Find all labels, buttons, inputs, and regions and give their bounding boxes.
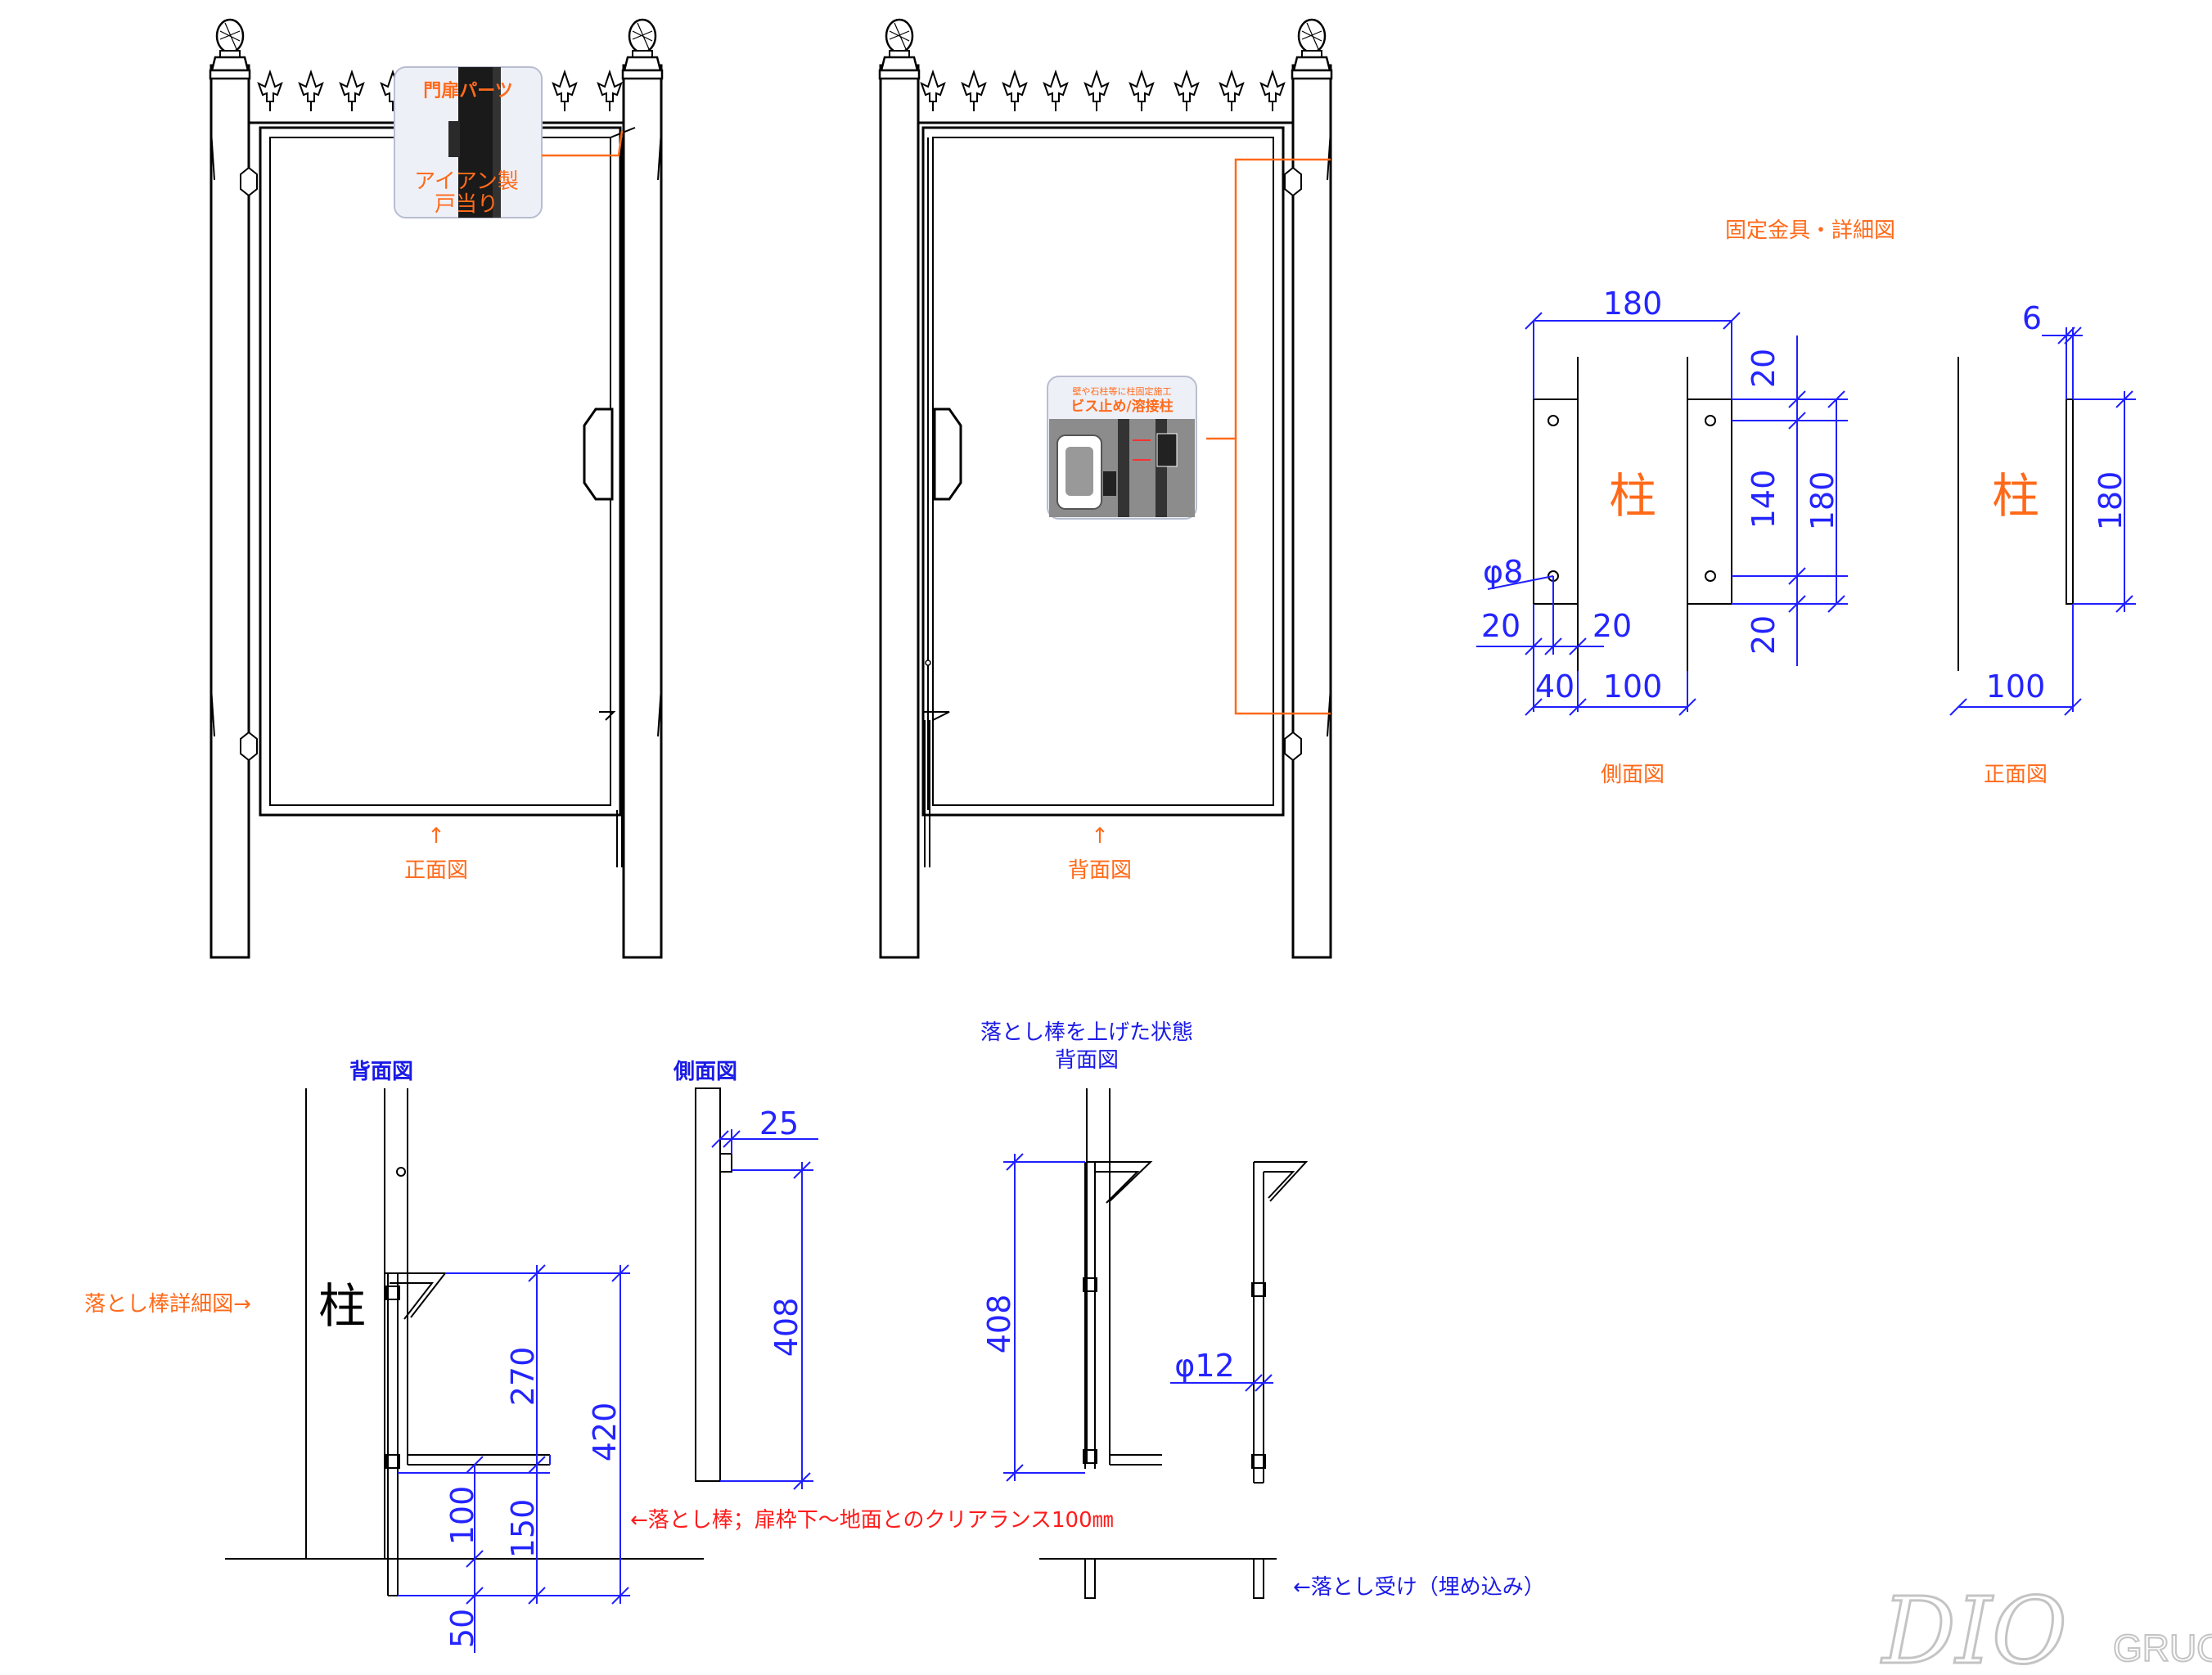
bracket-front-view-label: 正面図: [1984, 763, 2048, 787]
dim-hole-diameter: φ8: [1483, 554, 1523, 590]
dim-bracket-180-top: 180: [1603, 286, 1663, 322]
parts-callout: 門扉パーツ アイアン製 戸当り: [394, 66, 624, 218]
front-arrow: ↑: [427, 824, 445, 849]
dim-plate-100: 100: [1986, 669, 2046, 705]
post-fixing-callout: 壁や石柱等に柱固定施工 ビス止め/溶接柱: [1047, 376, 1197, 520]
drop-back-dimensions: 270 420 100 150 50: [398, 1264, 630, 1653]
bracket-front-dimensions: 6 180 100: [1949, 300, 2136, 716]
receiver-note: ←落とし受け（埋め込み）: [1293, 1575, 1545, 1600]
back-arrow: ↑: [1091, 824, 1109, 849]
dim-bracket-right-20: 20: [1593, 608, 1632, 644]
bracket-post-char-front: 柱: [1992, 468, 2039, 524]
dim-270: 270: [505, 1347, 541, 1407]
dim-100: 100: [444, 1486, 480, 1546]
drop-side-dimensions: 25 408: [711, 1105, 818, 1490]
front-gate-drawing: ↑ 正面図: [209, 18, 664, 959]
drop-raised-dimensions: 408: [981, 1153, 1085, 1482]
rod-diameter-dimension: φ12: [1170, 1348, 1273, 1392]
logo-script: DIO: [1881, 1578, 2067, 1675]
dim-bracket-180-side: 180: [1804, 471, 1840, 531]
spear-finials-back: [921, 71, 1285, 112]
dim-plate-6: 6: [2022, 300, 2042, 336]
clearance-note: ←落とし棒；扉枠下～地面とのクリアランス100㎜: [630, 1508, 1114, 1533]
front-view-label: 正面図: [404, 858, 468, 883]
bracket-side-view-label: 側面図: [1601, 763, 1665, 787]
drop-back-label: 背面図: [349, 1060, 413, 1084]
dim-plate-180: 180: [2093, 471, 2129, 531]
dim-bracket-140: 140: [1746, 470, 1782, 529]
bracket-title: 固定金具・詳細図: [1725, 218, 1895, 243]
dim-bracket-left-20: 20: [1481, 608, 1520, 644]
drop-side-label: 側面図: [673, 1060, 737, 1084]
callout-small-text: 壁や石柱等に柱固定施工: [1073, 385, 1172, 397]
dim-bracket-bottom-20: 20: [1746, 615, 1782, 655]
dio-logo: DIO GRUOP: [1880, 1578, 2212, 1675]
dim-bracket-top-20: 20: [1746, 349, 1782, 388]
bracket-side-dimensions: 180 20 140 180 20 φ8 20: [1476, 286, 1848, 716]
dim-50: 50: [444, 1609, 480, 1648]
drop-rod-detail: 落とし棒詳細図→ 背面図 側面図 落とし棒を上げた状態 背面図 柱: [84, 1020, 1545, 1653]
back-view-label: 背面図: [1068, 858, 1132, 883]
bracket-post-char-side: 柱: [1609, 468, 1656, 524]
back-gate-drawing: ↑ 背面図: [878, 18, 1333, 959]
dim-150: 150: [505, 1499, 541, 1559]
dim-bracket-40: 40: [1535, 669, 1575, 705]
dim-bracket-100-side: 100: [1603, 669, 1663, 705]
dim-25: 25: [759, 1105, 799, 1141]
drop-post-char: 柱: [318, 1278, 366, 1334]
dim-phi12: φ12: [1174, 1348, 1234, 1384]
callout-stop-label-2: 戸当り: [435, 192, 498, 217]
dim-408-raised: 408: [981, 1295, 1017, 1354]
callout-title: ビス止め/溶接柱: [1070, 398, 1173, 415]
drop-raised-label: 落とし棒を上げた状態: [980, 1020, 1193, 1045]
drop-raised-sub-label: 背面図: [1055, 1048, 1119, 1073]
dim-420: 420: [587, 1403, 623, 1462]
callout-stop-label: アイアン製: [414, 169, 519, 194]
drop-rod-detail-label: 落とし棒詳細図→: [84, 1292, 251, 1317]
bracket-detail: 固定金具・詳細図 柱 180: [1476, 218, 2136, 787]
logo-word: GRUOP: [2113, 1627, 2212, 1669]
dim-408-side: 408: [768, 1298, 804, 1358]
callout-parts-label: 門扉パーツ: [423, 80, 513, 101]
